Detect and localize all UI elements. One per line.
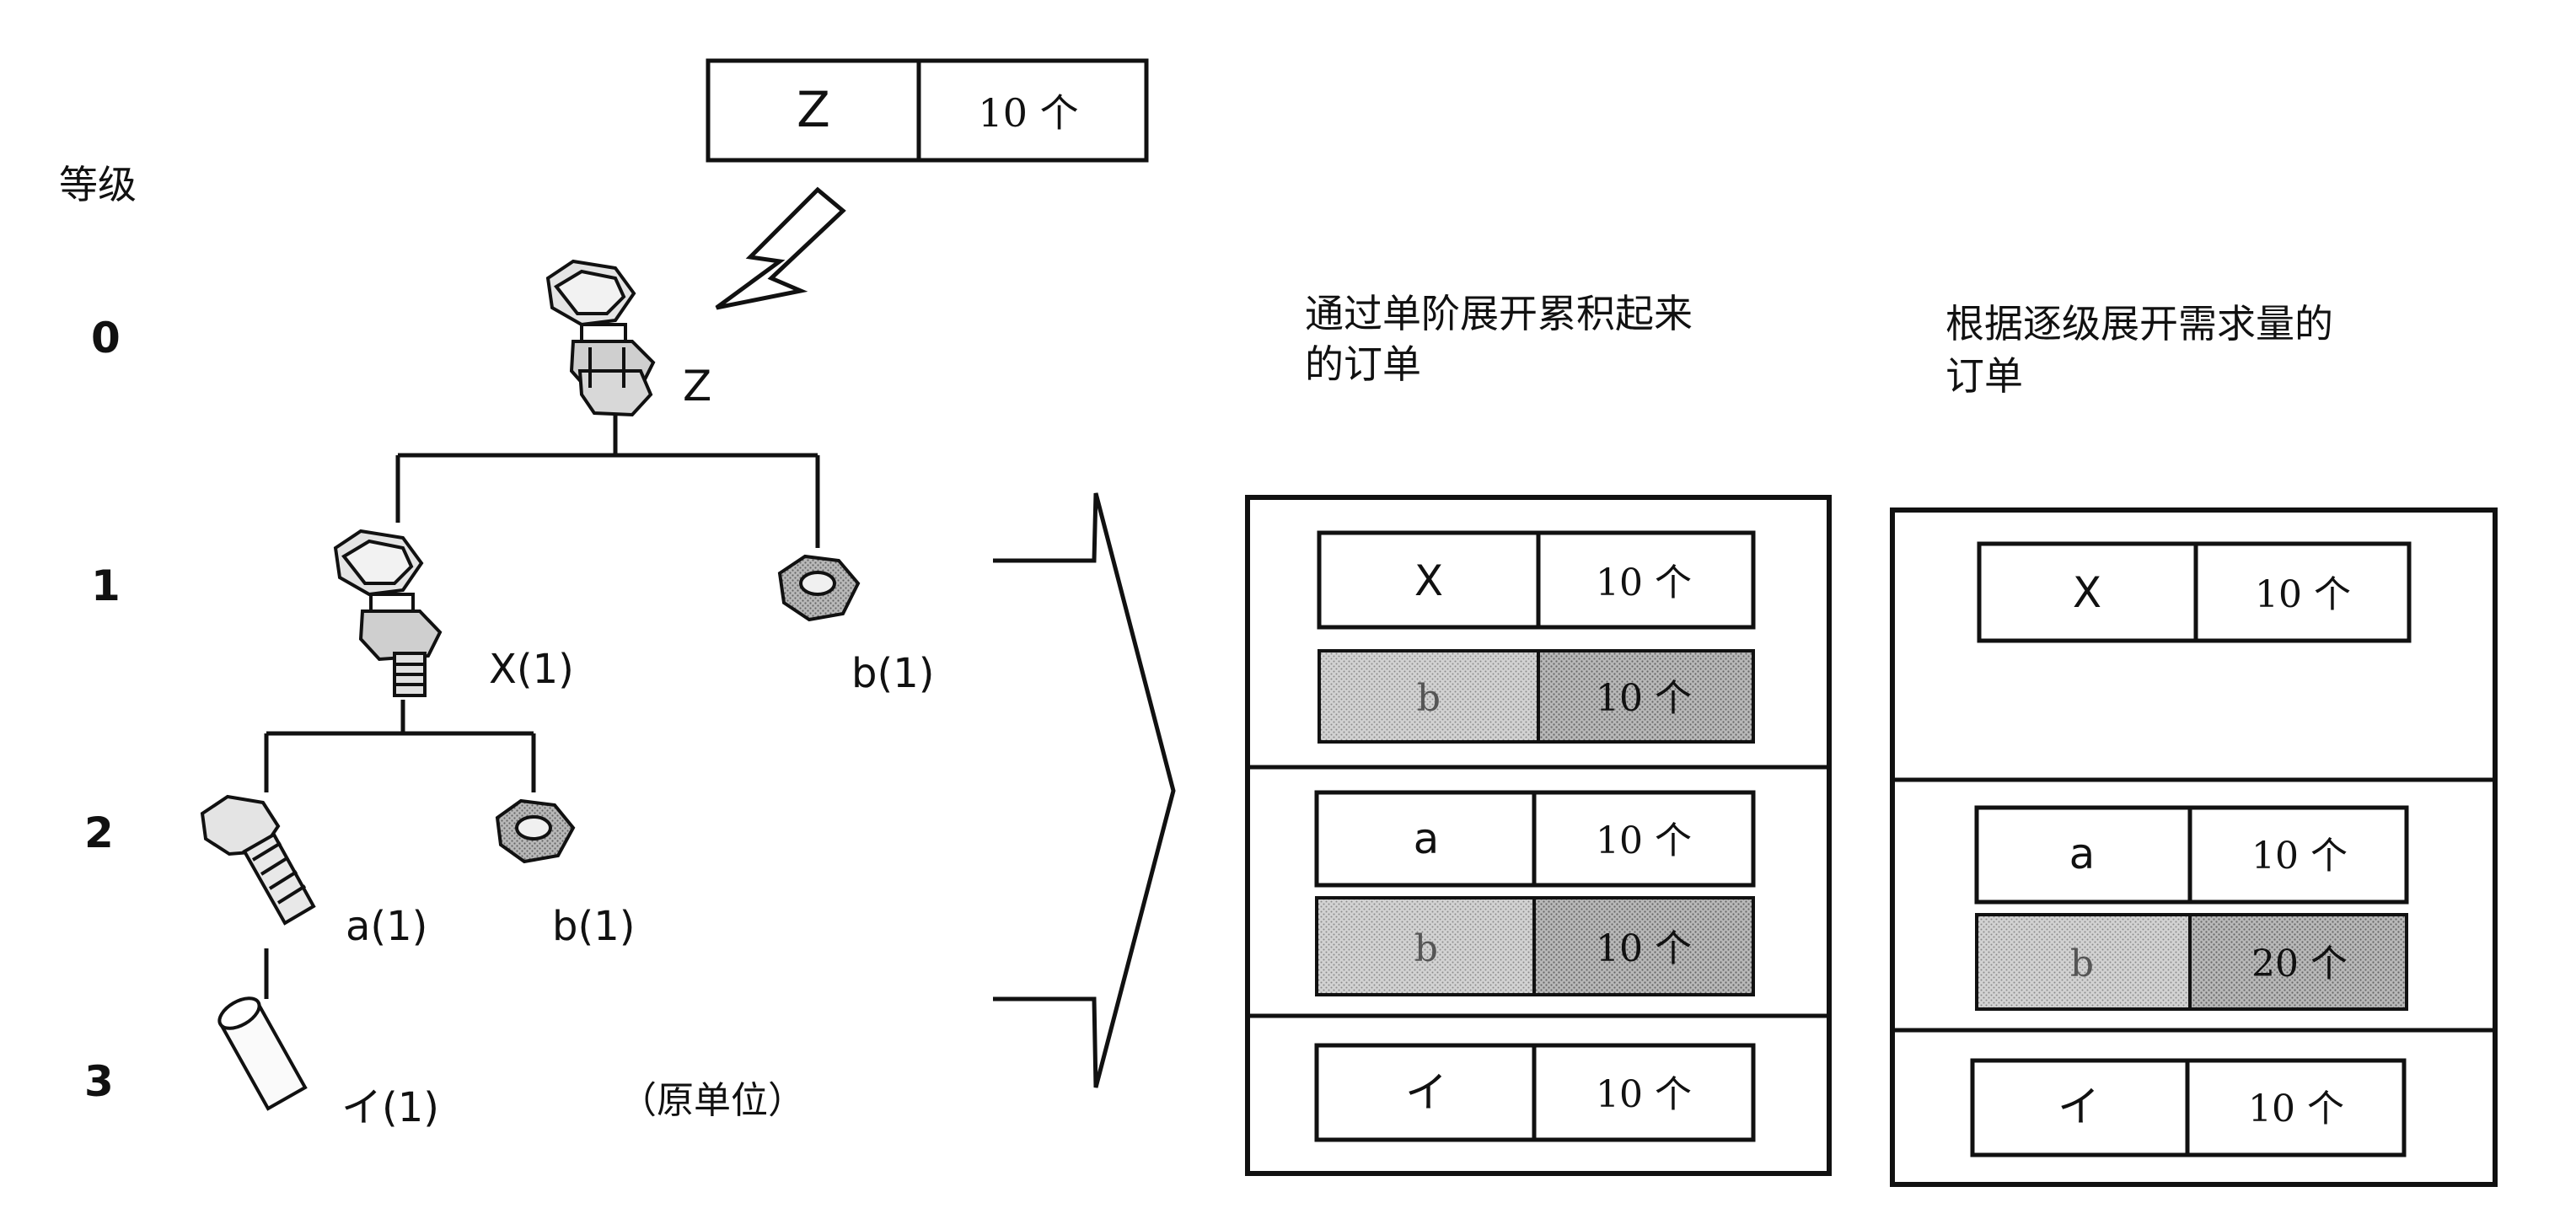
part-i-label: イ(1)	[341, 1084, 439, 1131]
single-row-b-shaded: b 10 个	[1315, 896, 1755, 996]
level-3: 3	[84, 1057, 114, 1106]
single-row-i: イ 10 个	[1314, 1043, 1756, 1142]
part-z-label: Z	[683, 362, 711, 411]
part-i-rod-icon	[217, 996, 308, 1111]
multi-row-qty: 10 个	[2251, 835, 2348, 878]
multi-level-title-line2: 订单	[1945, 353, 2023, 399]
single-level-title-line2: 的订单	[1305, 341, 1421, 387]
multi-row-x: X 10 个	[1977, 541, 2412, 643]
top-order-box: Z 10 个	[706, 58, 1149, 163]
single-level-panel: X 10 个 b 10 个 a 10 个 b 10 个 イ	[1245, 495, 1832, 1176]
single-row-a: a 10 个	[1314, 790, 1756, 888]
single-row-x: X 10 个	[1317, 530, 1756, 630]
single-level-title-line1: 通过单阶展开累积起来	[1305, 291, 1693, 336]
part-a-label: a(1)	[346, 903, 427, 950]
multi-row-item: X	[2073, 568, 2101, 617]
single-row-item: a	[1414, 814, 1440, 863]
level-header: 等级	[59, 162, 137, 207]
product-tree-lines	[264, 405, 820, 999]
level-2: 2	[84, 808, 114, 857]
single-row-qty: 10 个	[1596, 927, 1692, 970]
single-row-item: イ	[1405, 1068, 1447, 1117]
part-a-bolt-icon	[200, 794, 316, 926]
single-row-b-shaded: b 10 个	[1318, 649, 1755, 744]
top-order-qty: 10 个	[978, 90, 1078, 136]
single-row-qty: 10 个	[1596, 561, 1692, 604]
single-row-item: b	[1414, 927, 1438, 970]
unit-note: （原单位）	[620, 1079, 805, 1122]
part-z-assembly-icon	[545, 259, 656, 417]
part-b-label-level1: b(1)	[851, 650, 934, 697]
part-b-nut-icon	[495, 798, 576, 864]
part-x-label: X(1)	[489, 646, 574, 693]
multi-row-i: イ 10 个	[1970, 1058, 2407, 1157]
multi-row-qty: 10 个	[2248, 1087, 2344, 1130]
single-row-item: X	[1414, 556, 1443, 605]
single-row-qty: 10 个	[1596, 677, 1692, 720]
multi-row-qty: 10 个	[2255, 573, 2351, 616]
level-1: 1	[91, 561, 121, 610]
part-b-nut-icon	[777, 554, 861, 622]
multi-row-qty: 20 个	[2251, 942, 2348, 985]
single-row-qty: 10 个	[1596, 1073, 1692, 1116]
big-right-arrow	[993, 492, 1176, 1088]
level-0: 0	[91, 314, 121, 362]
single-row-qty: 10 个	[1596, 819, 1692, 862]
explode-arrow	[715, 186, 846, 310]
multi-row-item: a	[2069, 830, 2096, 878]
multi-row-item: イ	[2058, 1082, 2100, 1131]
multi-row-b-shaded: b 20 个	[1975, 913, 2408, 1011]
part-b-label-level2: b(1)	[552, 903, 635, 950]
multi-level-panel: X 10 个 a 10 个 b 20 个 イ 10 个	[1890, 507, 2498, 1187]
single-row-item: b	[1417, 677, 1441, 720]
multi-row-a: a 10 个	[1974, 805, 2409, 905]
multi-row-item: b	[2070, 942, 2094, 985]
top-order-item: Z	[797, 81, 830, 138]
multi-level-title-line1: 根据逐级展开需求量的	[1945, 301, 2333, 346]
part-x-assembly-icon	[333, 529, 443, 697]
